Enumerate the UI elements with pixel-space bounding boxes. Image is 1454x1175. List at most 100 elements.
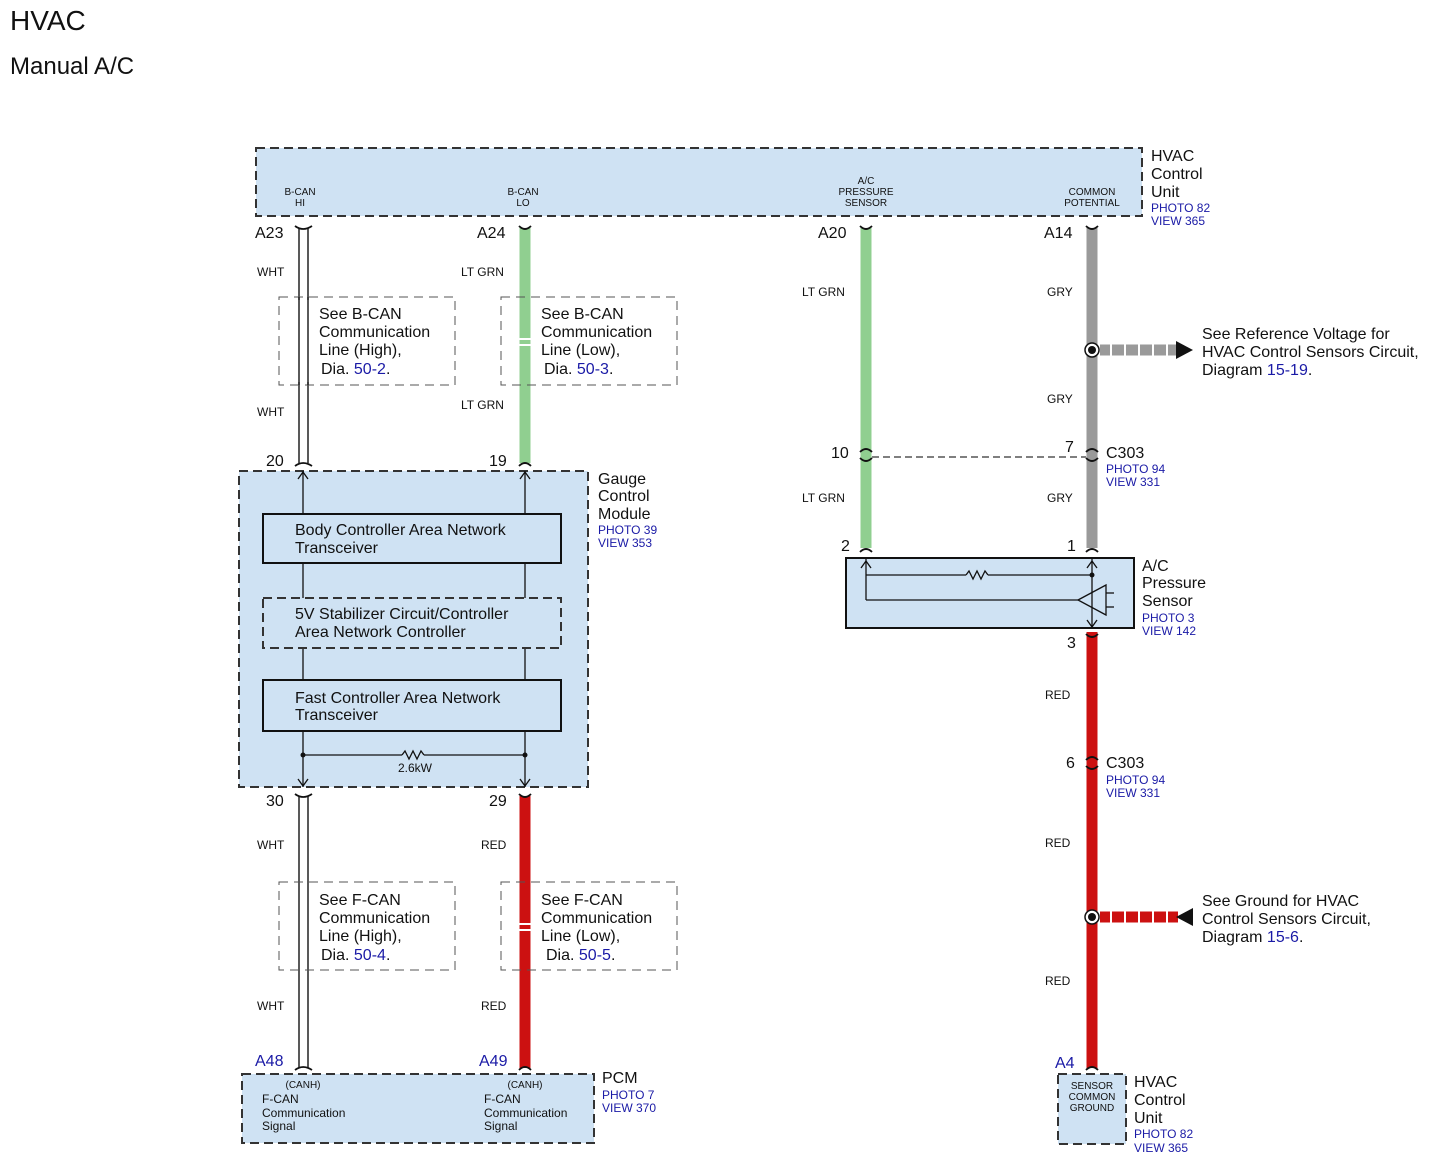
signal-label: Signal <box>484 1119 517 1133</box>
note-line: See Ground for HVAC <box>1202 893 1359 910</box>
note-line: See B-CAN <box>541 306 624 323</box>
terminal-label: PRESSURE <box>838 187 893 198</box>
view-ref[interactable]: VIEW 142 <box>1142 624 1196 638</box>
note-line: Dia. 50-5. <box>546 947 615 964</box>
note-line: Communication <box>319 910 430 927</box>
page-title: HVAC <box>10 5 86 36</box>
note-line: Diagram 15-19. <box>1202 362 1312 379</box>
wire-fcan-lo <box>518 796 532 1068</box>
pin-number: 10 <box>831 445 849 462</box>
note-line: Communication <box>541 324 652 341</box>
terminal-label: COMMON <box>1069 1092 1116 1103</box>
terminal-label: SENSOR <box>1071 1081 1113 1092</box>
pcm-module: (CANH) F-CAN Communication Signal (CANH)… <box>241 1070 656 1144</box>
component-name: Unit <box>1151 184 1180 201</box>
terminal-label: B-CAN <box>507 187 538 198</box>
signal-label: Communication <box>484 1106 567 1120</box>
hvac-top-box <box>255 147 1143 217</box>
wire-color-label: LT GRN <box>461 398 504 412</box>
photo-ref[interactable]: PHOTO 7 <box>602 1088 655 1102</box>
connector-name: C303 <box>1106 445 1144 462</box>
connector-c303-lower: C303 PHOTO 94 VIEW 331 <box>1106 755 1165 800</box>
connector-ticks <box>294 225 1099 1071</box>
block-label: Body Controller Area Network <box>295 522 507 539</box>
note-line: Communication <box>319 324 430 341</box>
wire-color-label: WHT <box>257 838 285 852</box>
terminal-label: GROUND <box>1070 1103 1114 1114</box>
pin-number: A20 <box>818 225 847 242</box>
wire-color-label: RED <box>1045 974 1071 988</box>
wire-color-label: LT GRN <box>802 491 845 505</box>
photo-ref[interactable]: PHOTO 94 <box>1106 462 1165 476</box>
wire-color-label: WHT <box>257 999 285 1013</box>
pin-number: 30 <box>266 793 284 810</box>
component-name: HVAC <box>1151 148 1194 165</box>
note-line: See B-CAN <box>319 306 402 323</box>
component-name: Unit <box>1134 1110 1163 1127</box>
note-line: See F-CAN <box>541 892 623 909</box>
signal-label: F-CAN <box>262 1092 299 1106</box>
note-line: Diagram 15-6. <box>1202 929 1303 946</box>
view-ref[interactable]: VIEW 353 <box>598 536 652 550</box>
view-ref[interactable]: VIEW 365 <box>1151 214 1205 228</box>
arrow-left-icon <box>1176 908 1193 926</box>
terminal-label: B-CAN <box>284 187 315 198</box>
diagram-link[interactable]: 15-19 <box>1267 362 1308 379</box>
component-name: Sensor <box>1142 593 1193 610</box>
pin-number: 6 <box>1066 755 1075 772</box>
note-line: Line (High), <box>319 342 402 359</box>
ac-pressure-sensor: A/C Pressure Sensor PHOTO 3 VIEW 142 <box>845 557 1206 638</box>
pin-number[interactable]: A49 <box>479 1053 508 1070</box>
wire-color-label: LT GRN <box>802 285 845 299</box>
diagram-link[interactable]: 50-2 <box>354 361 386 378</box>
fcan-transceiver-block <box>262 679 562 732</box>
note-line: Line (Low), <box>541 928 620 945</box>
pin-number[interactable]: A48 <box>255 1053 284 1070</box>
note-line: Dia. 50-2. <box>321 361 390 378</box>
pin-number: A14 <box>1044 225 1073 242</box>
connector-c303-upper: C303 PHOTO 94 VIEW 331 <box>1106 445 1165 489</box>
terminal-label: SENSOR <box>845 198 887 209</box>
block-label: Transceiver <box>295 540 379 557</box>
wire-color-label: LT GRN <box>461 265 504 279</box>
note-line: Line (Low), <box>541 342 620 359</box>
diagram-link[interactable]: 50-3 <box>577 361 609 378</box>
note-line: Dia. 50-4. <box>321 947 390 964</box>
component-name: PCM <box>602 1070 638 1087</box>
signal-tag: (CANH) <box>508 1080 543 1091</box>
reference-voltage-link: See Reference Voltage for HVAC Control S… <box>1084 326 1419 379</box>
diagram-link[interactable]: 50-5 <box>579 947 611 964</box>
pin-number[interactable]: A4 <box>1055 1055 1075 1072</box>
component-name: Control <box>1134 1092 1186 1109</box>
sensor-box <box>845 557 1135 629</box>
stabilizer-block <box>262 597 562 649</box>
ground-link: See Ground for HVAC Control Sensors Circ… <box>1084 893 1371 946</box>
pin-number: A24 <box>477 225 506 242</box>
wire-bcan-lo <box>518 228 532 463</box>
photo-ref[interactable]: PHOTO 94 <box>1106 773 1165 787</box>
component-name: Control <box>598 488 650 505</box>
view-ref[interactable]: VIEW 331 <box>1106 475 1160 489</box>
diagram-link[interactable]: 50-4 <box>354 947 386 964</box>
photo-ref[interactable]: PHOTO 82 <box>1151 201 1210 215</box>
view-ref[interactable]: VIEW 331 <box>1106 786 1160 800</box>
page-subtitle: Manual A/C <box>10 53 134 80</box>
wire-color-label: GRY <box>1047 392 1073 406</box>
terminal-label: COMMON <box>1069 187 1116 198</box>
view-ref[interactable]: VIEW 370 <box>602 1101 656 1115</box>
component-name: Module <box>598 506 651 523</box>
wire-color-label: WHT <box>257 405 285 419</box>
hvac-bottom-box <box>1057 1073 1127 1145</box>
wire-color-label: RED <box>1045 688 1071 702</box>
photo-ref[interactable]: PHOTO 82 <box>1134 1127 1193 1141</box>
pin-labels: A23 A24 A20 A14 20 19 30 29 10 7 2 1 3 6… <box>255 225 1076 1072</box>
component-name: A/C <box>1142 558 1169 575</box>
pin-number: 19 <box>489 453 507 470</box>
diagram-link[interactable]: 15-6 <box>1267 929 1299 946</box>
note-bcan-high: See B-CAN Communication Line (High), Dia… <box>278 296 456 386</box>
terminal-label: A/C <box>858 176 875 187</box>
photo-ref[interactable]: PHOTO 39 <box>598 523 657 537</box>
view-ref[interactable]: VIEW 365 <box>1134 1141 1188 1155</box>
photo-ref[interactable]: PHOTO 3 <box>1142 611 1195 625</box>
